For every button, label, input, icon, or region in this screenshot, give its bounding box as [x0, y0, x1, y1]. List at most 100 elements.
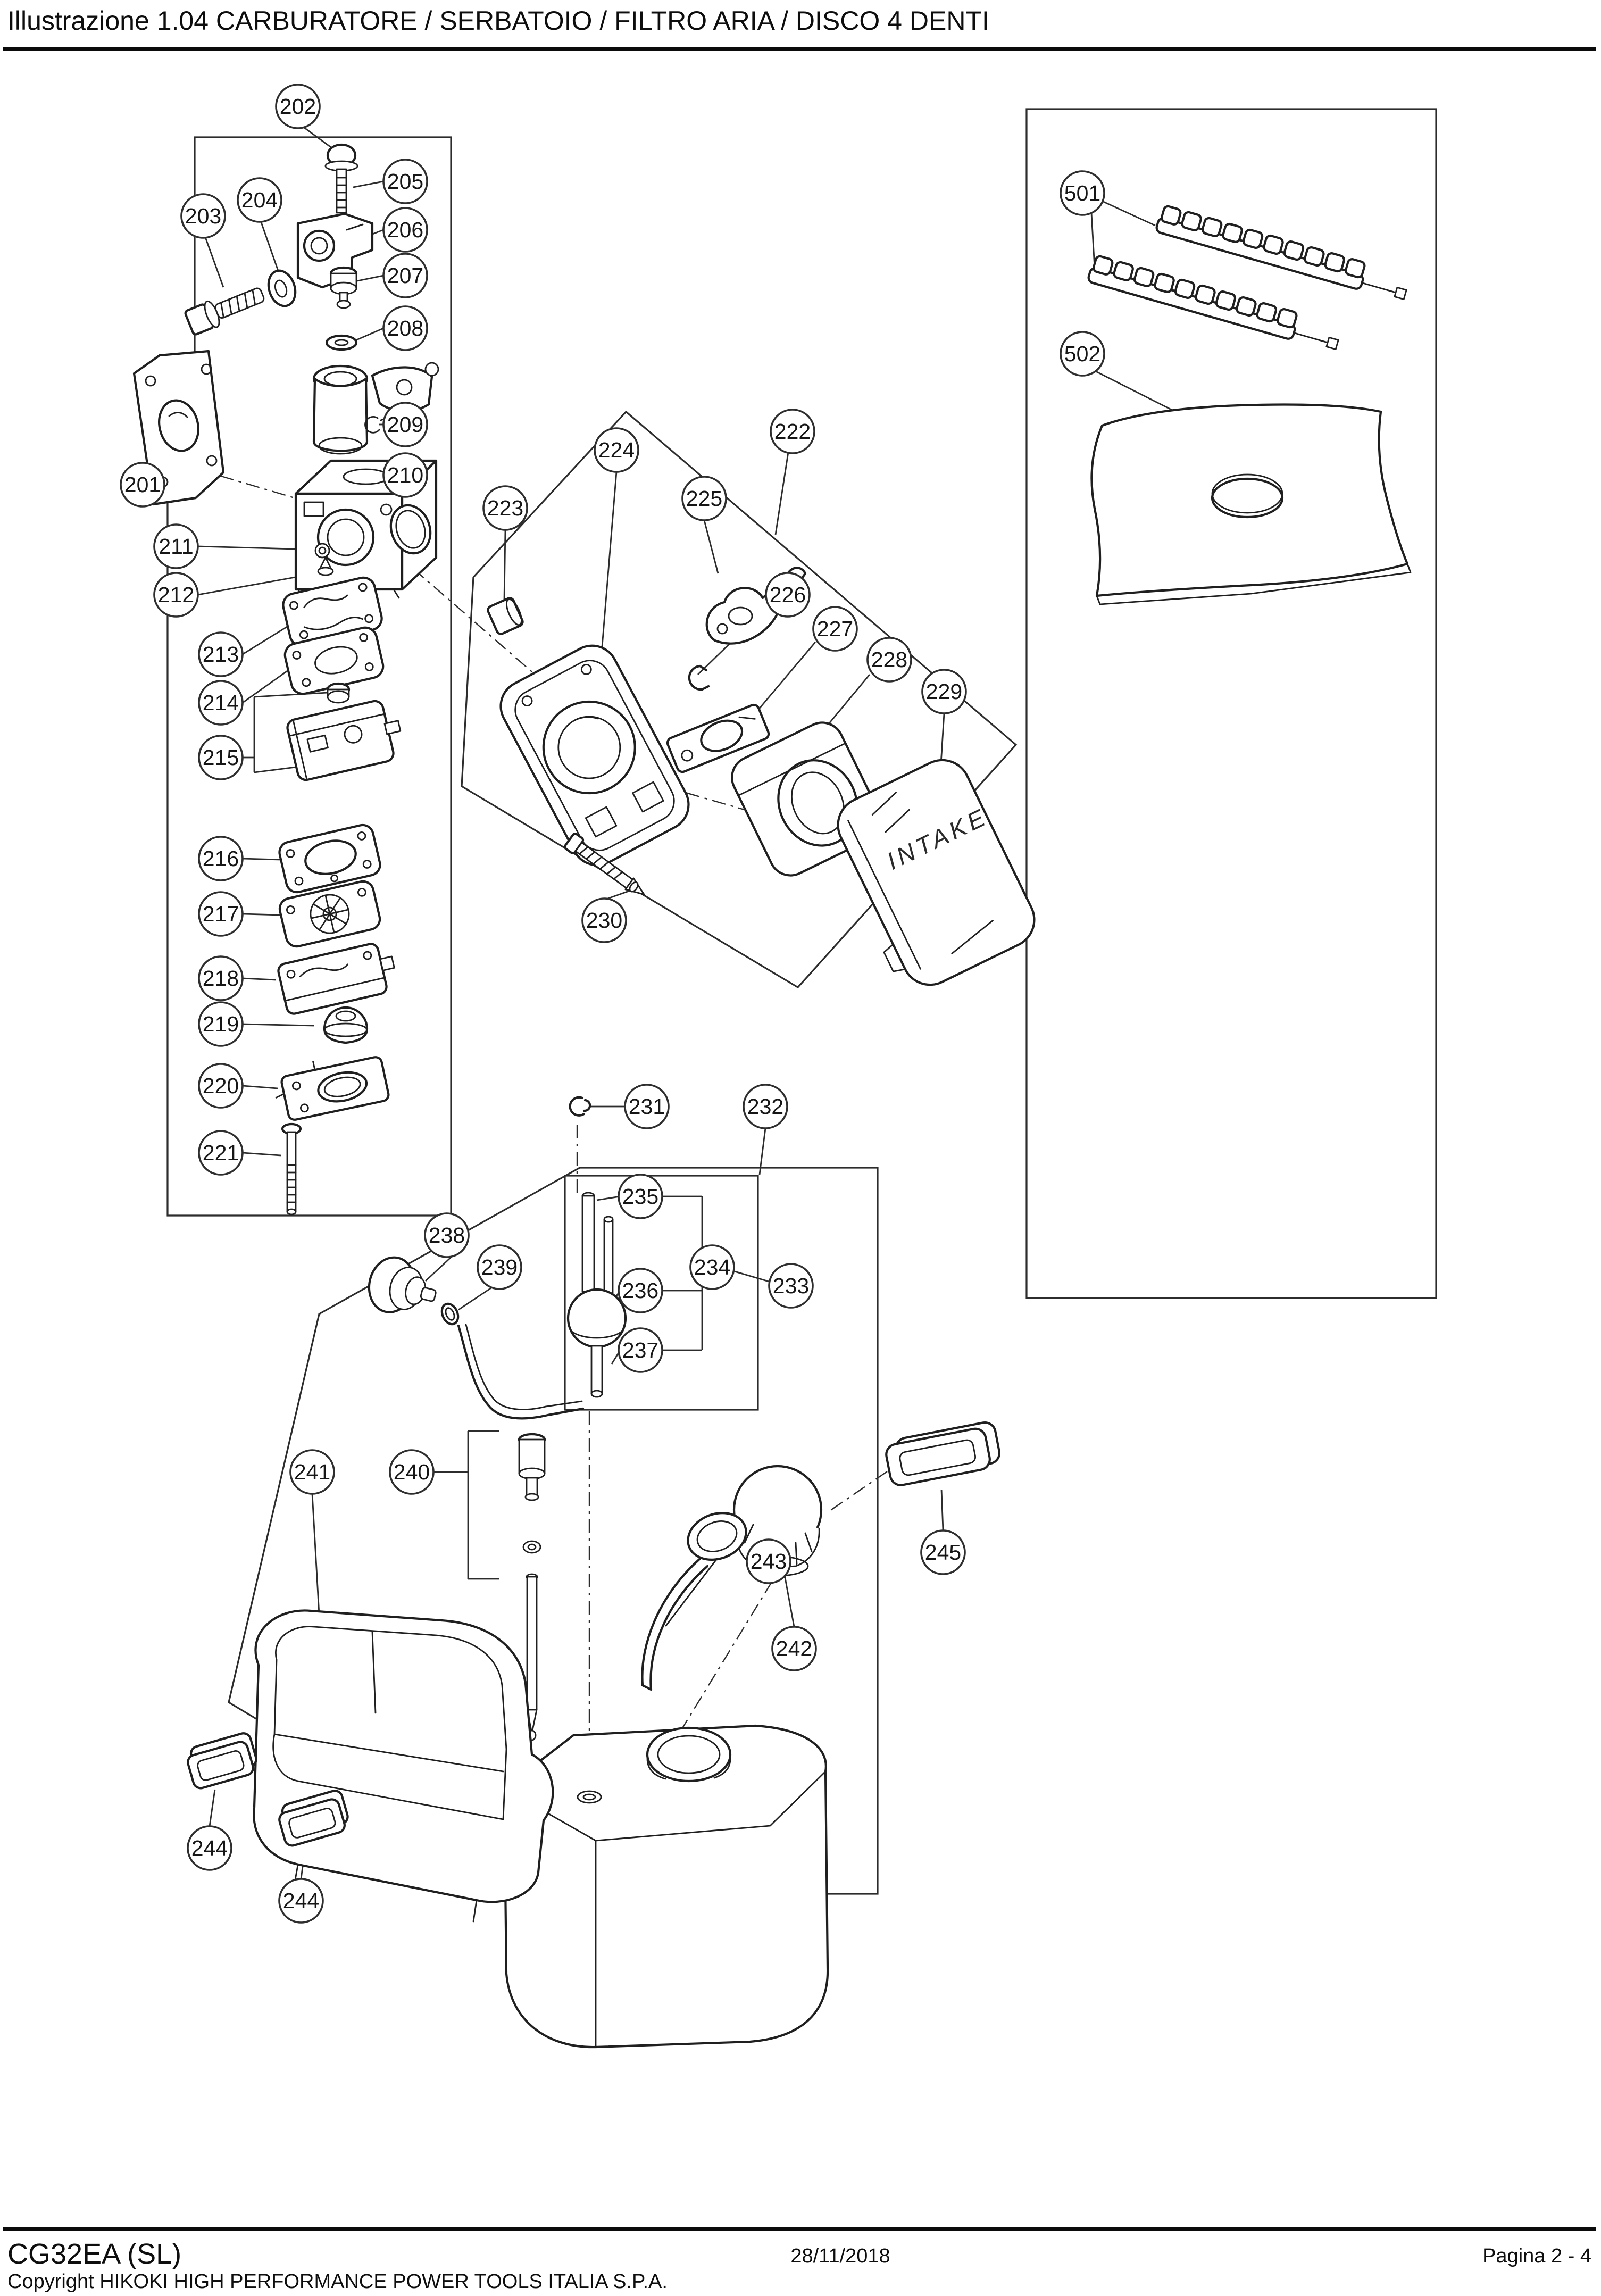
callout-214: 214 [198, 680, 244, 726]
callout-211: 211 [153, 523, 199, 569]
svg-text:222: 222 [774, 419, 811, 444]
cap-retainer-drawing [641, 1512, 747, 1691]
cable-adjuster-drawing [329, 266, 358, 309]
svg-text:235: 235 [622, 1184, 658, 1209]
callout-244-b: 244 [278, 1878, 324, 1924]
breather-valve-drawing [518, 1433, 546, 1741]
callout-207: 207 [382, 253, 428, 298]
footer-model: CG32EA (SL) [7, 2238, 182, 2270]
svg-text:217: 217 [203, 902, 239, 926]
metering-diaphragm-drawing [283, 626, 385, 695]
callout-231: 231 [624, 1084, 670, 1129]
footer-page-number: Pagina 2 - 4 [1482, 2245, 1591, 2267]
callout-243: 243 [746, 1538, 791, 1584]
callout-220: 220 [198, 1063, 244, 1109]
svg-text:224: 224 [598, 438, 635, 462]
callout-222: 222 [770, 409, 815, 454]
svg-text:202: 202 [280, 94, 316, 119]
callout-226: 226 [765, 572, 811, 618]
svg-text:239: 239 [481, 1255, 518, 1279]
pump-body-drawing [286, 700, 402, 781]
callout-236: 236 [618, 1268, 663, 1313]
svg-text:238: 238 [429, 1223, 465, 1247]
primer-plate-drawing [275, 1056, 390, 1121]
svg-text:221: 221 [203, 1141, 239, 1165]
callout-215: 215 [198, 735, 244, 780]
svg-text:218: 218 [203, 966, 239, 991]
four-tooth-disc-drawing [1090, 403, 1412, 605]
svg-text:233: 233 [773, 1274, 809, 1298]
air-cleaner-cover-drawing: INTAKE [837, 759, 1036, 986]
pump-cap-drawing [326, 682, 351, 704]
svg-text:208: 208 [387, 316, 423, 340]
callout-239: 239 [477, 1244, 522, 1290]
callout-224: 224 [594, 427, 639, 473]
svg-text:223: 223 [487, 496, 523, 520]
callout-208: 208 [382, 305, 428, 351]
pump-diaphragm-drawing [278, 880, 381, 948]
seal-washer-drawing [325, 334, 358, 351]
svg-text:201: 201 [124, 472, 161, 497]
svg-text:205: 205 [387, 169, 423, 194]
primer-bulb-drawing [323, 1006, 369, 1044]
part-drawings: INTAKE [132, 143, 1412, 2049]
inlet-screen-drawing [314, 543, 330, 559]
svg-text:215: 215 [203, 745, 239, 770]
callout-206: 206 [382, 207, 428, 253]
fuel-line-drawing [457, 1324, 585, 1420]
svg-text:502: 502 [1064, 342, 1100, 366]
header-rule [3, 47, 1596, 51]
footer-date: 28/11/2018 [790, 2245, 890, 2267]
callout-502: 502 [1060, 331, 1105, 377]
svg-text:210: 210 [387, 463, 423, 487]
callout-204: 204 [237, 177, 282, 223]
svg-text:244: 244 [191, 1836, 228, 1860]
callout-227: 227 [812, 606, 858, 652]
svg-text:241: 241 [294, 1460, 330, 1484]
callout-201: 201 [120, 462, 165, 508]
blade-strip-drawing-1 [1155, 205, 1407, 300]
svg-text:234: 234 [694, 1255, 730, 1279]
svg-text:212: 212 [158, 583, 194, 607]
svg-text:213: 213 [203, 642, 239, 667]
hose-clip-drawing [569, 1096, 591, 1117]
callout-232: 232 [743, 1084, 788, 1129]
svg-text:204: 204 [241, 188, 278, 212]
blade-strip-drawing-2 [1087, 255, 1339, 350]
fuel-tank-drawing [503, 1724, 829, 2049]
svg-text:226: 226 [770, 583, 806, 607]
callout-235: 235 [618, 1174, 663, 1219]
callout-212: 212 [153, 572, 199, 618]
carburetor-screw-drawing [324, 143, 358, 214]
callout-218: 218 [198, 955, 244, 1001]
svg-text:203: 203 [185, 204, 221, 228]
callout-230: 230 [581, 897, 627, 943]
o-ring-drawing [389, 504, 432, 555]
air-cleaner-base-drawing [499, 644, 690, 867]
svg-text:230: 230 [586, 908, 622, 933]
needle-valve-drawing [317, 556, 334, 576]
callout-221: 221 [198, 1130, 244, 1176]
svg-text:242: 242 [776, 1636, 812, 1661]
footer-rule [3, 2227, 1596, 2231]
pump-plate-drawing [277, 943, 395, 1015]
svg-text:501: 501 [1064, 181, 1100, 205]
callout-210: 210 [382, 452, 428, 498]
throttle-bracket-drawing [296, 212, 374, 289]
svg-text:211: 211 [159, 534, 193, 559]
tank-grommet-drawing [368, 1256, 437, 1313]
callout-240: 240 [389, 1449, 435, 1495]
callout-209: 209 [382, 402, 428, 447]
washer-drawing [267, 269, 297, 307]
callout-202: 202 [275, 84, 321, 129]
svg-text:243: 243 [751, 1549, 787, 1574]
throttle-shaft-assembly-drawing [312, 362, 439, 455]
insulator-flange-drawing [132, 350, 225, 506]
svg-text:207: 207 [387, 263, 423, 288]
callout-219: 219 [198, 1001, 244, 1047]
idle-screw-drawing [184, 287, 265, 336]
callout-225: 225 [681, 476, 727, 521]
svg-text:214: 214 [203, 691, 239, 715]
svg-text:219: 219 [203, 1012, 239, 1036]
